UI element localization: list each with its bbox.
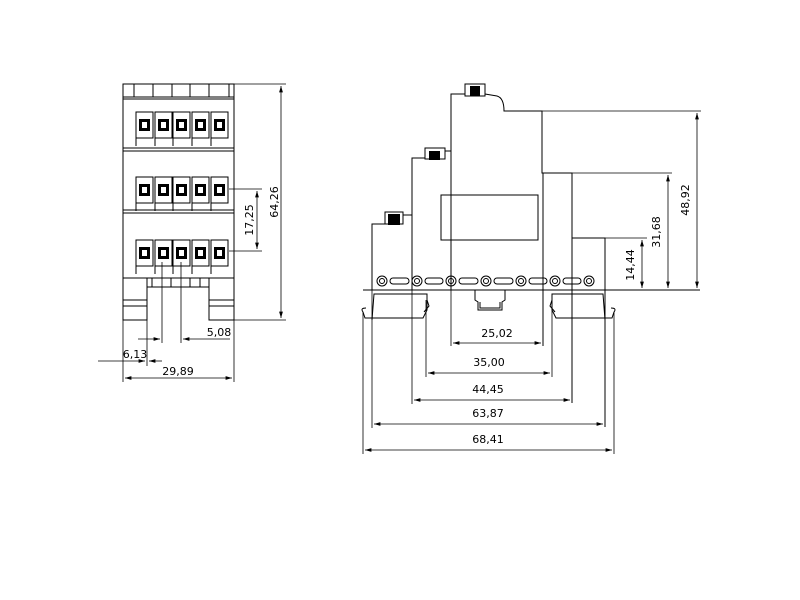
dim-terminal-pitch: 5,08 [138, 262, 231, 343]
dim-label: 64,26 [268, 186, 281, 218]
label-area [440, 194, 539, 241]
dim-label: 5,08 [207, 326, 232, 339]
slot [562, 277, 582, 285]
slot [493, 277, 514, 285]
dim-overall-height: 48,92 [542, 110, 701, 288]
terminal-grid [135, 111, 229, 274]
screw-icon [549, 275, 561, 287]
dim-label: 31,68 [650, 216, 663, 248]
dim-module-width-3: 63,87 [371, 290, 603, 428]
screw-icon [583, 275, 595, 287]
front-view: 25,02 35,00 44,45 63,87 68,41 14,44 [361, 83, 701, 454]
terminal-clamp [210, 239, 229, 274]
latches [384, 83, 486, 225]
slot [528, 277, 548, 285]
slot [458, 277, 479, 285]
terminal-clamp [191, 111, 210, 146]
screw-icon [376, 275, 388, 287]
dim-module-width-2: 44,45 [411, 290, 570, 404]
dim-rail-width: 35,00 [425, 300, 553, 377]
dim-label: 63,87 [472, 407, 504, 420]
din-rail [361, 289, 700, 321]
terminal-clamp [154, 111, 173, 146]
dim-label: 48,92 [679, 184, 692, 216]
terminal-clamp [172, 111, 191, 146]
dim-foot-offset: 6,13 [98, 320, 162, 366]
dim-module-width-1: 25,02 [450, 290, 541, 346]
screw-row [376, 275, 595, 287]
terminal-clamp [191, 176, 210, 211]
dim-step-height-2: 31,68 [572, 172, 672, 288]
dim-label: 14,44 [624, 249, 637, 281]
dim-tier-pitch: 17,25 [229, 188, 262, 252]
terminal-block-body [122, 83, 235, 321]
dim-label: 25,02 [481, 327, 513, 340]
terminal-clamp [154, 176, 173, 211]
dim-width-total: 29,89 [122, 320, 235, 382]
side-view: 64,26 17,25 5,08 6,13 29,89 [98, 83, 286, 382]
dim-step-height-1: 14,44 [605, 237, 647, 288]
dim-height-total: 64,26 [234, 83, 286, 321]
terminal-clamp [154, 239, 173, 274]
screw-icon [480, 275, 492, 287]
terminal-clamp [135, 176, 154, 211]
dim-label: 6,13 [123, 348, 148, 361]
dim-label: 17,25 [243, 204, 256, 236]
terminal-clamp [191, 239, 210, 274]
dim-overall-width: 68,41 [362, 312, 615, 454]
screw-icon [445, 275, 457, 287]
slot [389, 277, 410, 285]
module-outlines [371, 93, 606, 427]
terminal-clamp [135, 111, 154, 146]
terminal-clamp [172, 239, 191, 274]
dim-label: 44,45 [472, 383, 504, 396]
terminal-clamp [210, 176, 229, 211]
terminal-clamp [210, 111, 229, 146]
dim-label: 68,41 [472, 433, 504, 446]
terminal-clamp [135, 239, 154, 274]
dim-label: 29,89 [162, 365, 194, 378]
screw-icon [411, 275, 423, 287]
screw-icon [515, 275, 527, 287]
terminal-clamp [172, 176, 191, 211]
slot [424, 277, 444, 285]
dim-label: 35,00 [473, 356, 505, 369]
